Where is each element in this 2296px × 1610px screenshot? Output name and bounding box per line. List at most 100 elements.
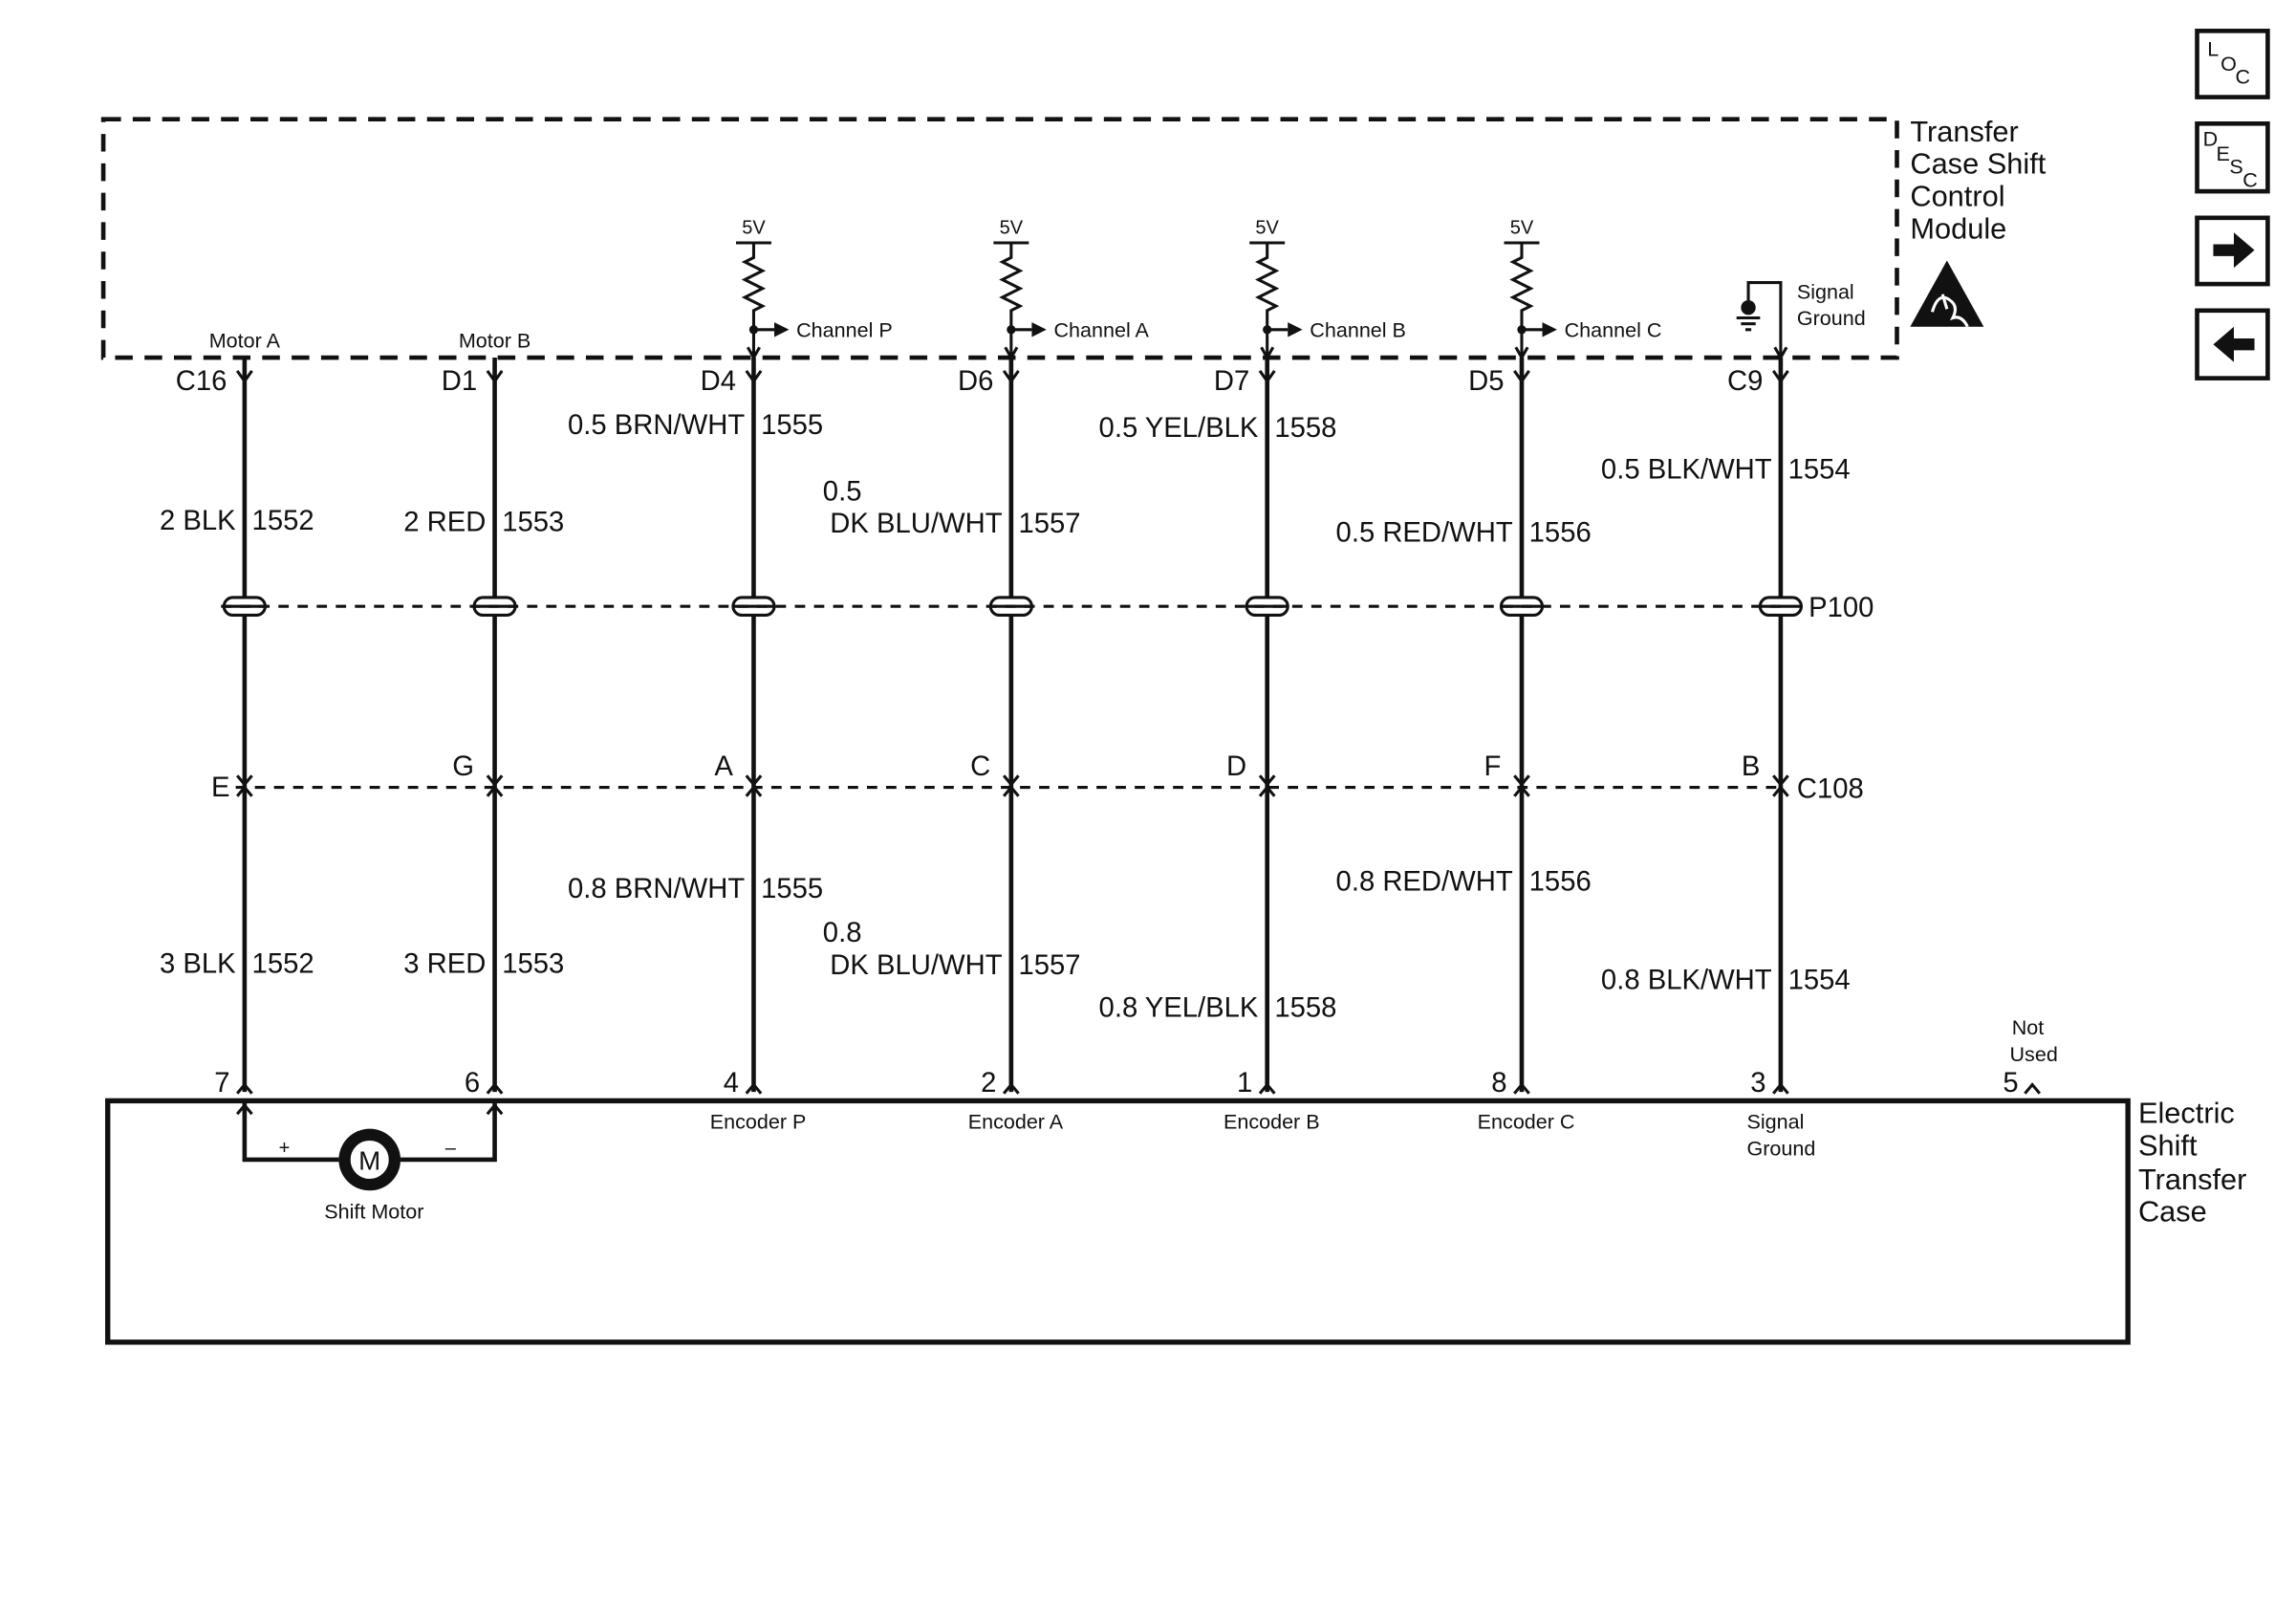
wire-color-label: 0.8 BLK/WHT xyxy=(1601,965,1772,995)
circuit-number-label: 1553 xyxy=(502,948,564,979)
case-terminal-label: Encoder B xyxy=(1224,1110,1320,1134)
circuit-number-label: 1557 xyxy=(1019,509,1081,539)
shift-motor: M + – Shift Motor xyxy=(242,1100,497,1224)
module-title: Transfer Case Shift Control Module xyxy=(1910,115,2046,246)
svg-text:Module: Module xyxy=(1910,211,2006,245)
arrow-right-icon xyxy=(1288,322,1303,337)
circuit-number-label: 1558 xyxy=(1274,993,1336,1024)
c108-pin-label: D xyxy=(1226,751,1246,782)
pullup-resistor: 5V Channel P xyxy=(735,218,893,361)
module-pin-label: D4 xyxy=(701,366,736,397)
case-pin-label: 2 xyxy=(981,1068,996,1099)
module-pin-label: D7 xyxy=(1214,366,1249,397)
arrow-right-icon xyxy=(1031,322,1047,337)
arrow-right-icon xyxy=(2213,232,2255,269)
arrow-left-icon xyxy=(2213,326,2255,362)
arrow-right-icon xyxy=(774,322,790,337)
transfer-case-box xyxy=(105,1098,2131,1345)
case-pin-label: 1 xyxy=(1237,1068,1252,1099)
circuit-number-label: 1552 xyxy=(252,506,314,536)
wire-color-label: 0.5 RED/WHT xyxy=(1336,517,1513,548)
c108-pin-label: B xyxy=(1742,751,1761,782)
svg-text:5: 5 xyxy=(2003,1068,2018,1099)
circuit-number-label: 1556 xyxy=(1529,517,1592,548)
svg-text:Case: Case xyxy=(2138,1195,2207,1229)
svg-text:O: O xyxy=(2220,52,2237,76)
case-pin-label: 4 xyxy=(724,1068,739,1099)
previous-page-button[interactable] xyxy=(2195,308,2270,381)
svg-text:E: E xyxy=(2217,141,2230,165)
wire-color-label: 0.8 RED/WHT xyxy=(1336,866,1513,897)
wire-gauge-label: 0.5 xyxy=(823,476,862,507)
case-pin-label: 3 xyxy=(1750,1068,1765,1099)
c108-label: C108 xyxy=(1797,773,1864,804)
circuit-number-label: 1555 xyxy=(761,874,823,904)
svg-text:L: L xyxy=(2207,36,2219,60)
not-used-pin: Not Used 5 xyxy=(2003,1015,2057,1099)
motor-plus-label: + xyxy=(279,1138,291,1159)
wire-color-label: DK BLU/WHT xyxy=(830,509,1002,539)
c108-pin-label: G xyxy=(452,751,474,782)
pullup-resistor: 5V Channel A xyxy=(993,218,1150,361)
case-terminal-label: Ground xyxy=(1746,1136,1815,1160)
motor-label: Shift Motor xyxy=(324,1200,423,1224)
module-terminal-label: Motor B xyxy=(459,328,531,352)
svg-text:Ground: Ground xyxy=(1797,306,1866,330)
wire-color-label: 0.8 YEL/BLK xyxy=(1099,993,1259,1024)
module-pin-label: D6 xyxy=(958,366,993,397)
svg-text:D: D xyxy=(2203,126,2219,150)
desc-button[interactable]: D E S C xyxy=(2195,120,2270,194)
channel-label: Channel A xyxy=(1053,318,1149,342)
wire-gauge-label: 0.8 xyxy=(823,918,862,948)
module-pin-label: C16 xyxy=(176,366,227,397)
svg-text:Electric: Electric xyxy=(2138,1096,2235,1129)
wire-color-label: 0.5 YEL/BLK xyxy=(1099,413,1259,444)
module-pin-label: C9 xyxy=(1727,366,1763,397)
voltage-label: 5V xyxy=(742,218,766,239)
module-boundary xyxy=(100,117,1899,360)
p100-label: P100 xyxy=(1809,593,1874,623)
wire-color-label: 3 RED xyxy=(403,948,486,979)
svg-text:S: S xyxy=(2229,155,2242,179)
svg-text:Case Shift: Case Shift xyxy=(1910,147,2046,181)
signal-ground-icon xyxy=(1736,281,1783,355)
svg-text:Shift: Shift xyxy=(2138,1128,2198,1162)
transfer-case-title: Electric Shift Transfer Case xyxy=(2138,1096,2246,1228)
loc-button[interactable]: L O C xyxy=(2195,29,2270,99)
circuit-number-label: 1554 xyxy=(1788,965,1851,995)
wire-color-label: 3 BLK xyxy=(160,948,236,979)
next-page-button[interactable] xyxy=(2195,215,2270,287)
c108-pin-label: E xyxy=(211,772,230,803)
circuit-number-label: 1558 xyxy=(1274,413,1336,444)
wire-color-label: 2 RED xyxy=(403,508,486,538)
case-terminal-label: Signal xyxy=(1746,1110,1804,1134)
voltage-label: 5V xyxy=(1510,218,1534,239)
wire-color-label: 2 BLK xyxy=(160,506,236,536)
c108-pin-label: C xyxy=(970,751,990,782)
svg-text:C: C xyxy=(2242,167,2258,191)
circuit-number-label: 1556 xyxy=(1529,866,1592,897)
wire-color-label: 0.8 BRN/WHT xyxy=(568,874,745,904)
case-pin-label: 6 xyxy=(465,1068,480,1099)
svg-text:Used: Used xyxy=(2010,1042,2058,1066)
case-terminal-label: Encoder A xyxy=(968,1110,1064,1134)
svg-text:Transfer: Transfer xyxy=(1910,115,2018,148)
wire-color-label: 0.5 BRN/WHT xyxy=(568,410,745,441)
c108-pin-label: F xyxy=(1484,751,1502,782)
circuit-number-label: 1554 xyxy=(1788,454,1851,485)
case-pin-label: 8 xyxy=(1491,1068,1506,1099)
circuit-number-label: 1555 xyxy=(761,410,823,441)
c108-pin-label: A xyxy=(714,751,733,782)
motor-symbol: M xyxy=(358,1146,380,1176)
case-pin-label: 7 xyxy=(214,1068,229,1099)
voltage-label: 5V xyxy=(1000,218,1024,239)
wire-color-label: 0.5 BLK/WHT xyxy=(1601,454,1772,485)
channel-label: Channel P xyxy=(796,318,893,342)
